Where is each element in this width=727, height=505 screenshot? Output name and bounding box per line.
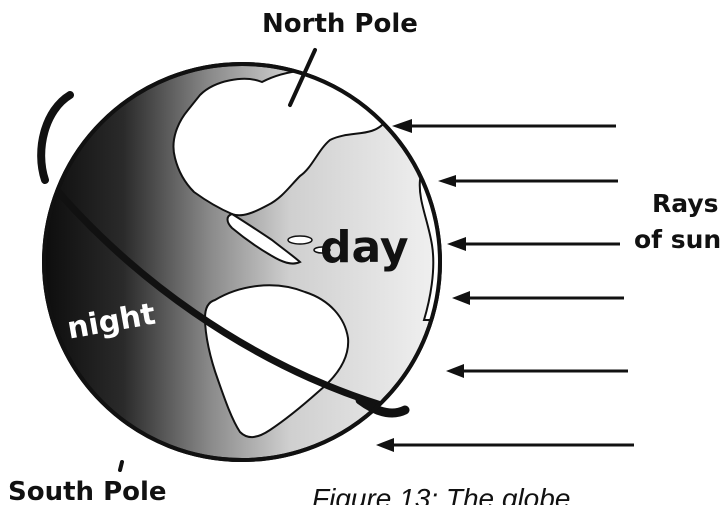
orbit-ring — [37, 91, 74, 184]
sun-ray-arrow — [438, 175, 618, 187]
rays-label-line2: of sun — [634, 225, 721, 254]
sun-ray-arrow — [446, 364, 628, 378]
equator-band — [44, 167, 406, 416]
north-pole-pointer — [288, 48, 317, 107]
caribbean-island — [313, 246, 331, 254]
caribbean-island — [287, 235, 313, 245]
sun-ray-arrow — [452, 291, 624, 305]
south-pole-pointer — [118, 460, 124, 472]
orbit-ring-tail — [355, 395, 410, 418]
south-pole-label: South Pole — [8, 477, 167, 505]
sun-ray-arrow — [376, 438, 634, 452]
central-america-landmass — [226, 212, 302, 265]
figure-caption: Figure 13: The globe — [312, 483, 570, 505]
day-label: day — [320, 222, 409, 273]
globe-outline — [42, 62, 442, 462]
rays-label-line1: Rays — [652, 189, 719, 218]
north-pole-label: North Pole — [262, 9, 418, 39]
sun-ray-arrow — [392, 119, 616, 133]
sun-rays — [376, 119, 634, 452]
sun-ray-arrow — [447, 237, 620, 251]
